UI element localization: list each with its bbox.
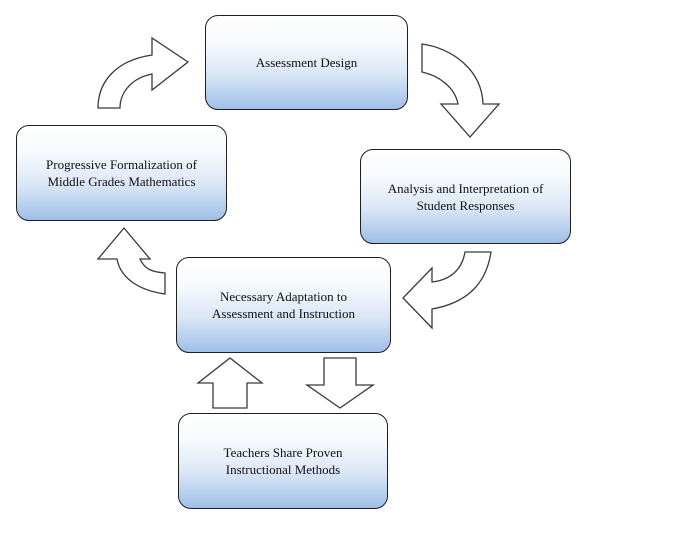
- box-assessment-design-line1: Assessment Design: [255, 55, 358, 70]
- box-teachers-text: Teachers Share Proven Instructional Meth…: [224, 444, 343, 478]
- box-analysis-text: Analysis and Interpretation of Student R…: [388, 180, 544, 214]
- box-analysis-interpretation: Analysis and Interpretation of Student R…: [360, 149, 571, 244]
- box-adaptation-line1: Necessary Adaptation to: [219, 289, 348, 304]
- box-progressive-formalization-text: Progressive Formalization of Middle Grad…: [46, 156, 197, 190]
- box-assessment-design-text: Assessment Design: [256, 54, 357, 71]
- box-teachers-line2: Instructional Methods: [225, 462, 341, 477]
- box-assessment-design: Assessment Design: [205, 15, 408, 110]
- up-arrow-to-adaptation: [196, 357, 264, 409]
- curved-arrow-to-adaptation: [402, 251, 492, 330]
- box-teachers-share: Teachers Share Proven Instructional Meth…: [178, 413, 388, 509]
- box-adaptation-line2: Assessment and Instruction: [212, 306, 355, 321]
- box-teachers-line1: Teachers Share Proven: [223, 445, 343, 460]
- box-adaptation-text: Necessary Adaptation to Assessment and I…: [212, 288, 355, 322]
- box-analysis-line1: Analysis and Interpretation of: [387, 180, 544, 196]
- box-analysis-line2: Student Responses: [416, 197, 515, 213]
- box-necessary-adaptation: Necessary Adaptation to Assessment and I…: [176, 257, 391, 353]
- box-progressive-line2: Middle Grades Mathematics: [47, 174, 196, 189]
- box-progressive-formalization: Progressive Formalization of Middle Grad…: [16, 125, 227, 221]
- down-arrow-to-teachers: [304, 357, 376, 409]
- curved-arrow-to-assessment-design: [97, 36, 190, 109]
- box-progressive-line1: Progressive Formalization of: [46, 157, 197, 172]
- curved-arrow-to-progressive: [96, 226, 166, 295]
- curved-arrow-to-analysis: [421, 43, 501, 138]
